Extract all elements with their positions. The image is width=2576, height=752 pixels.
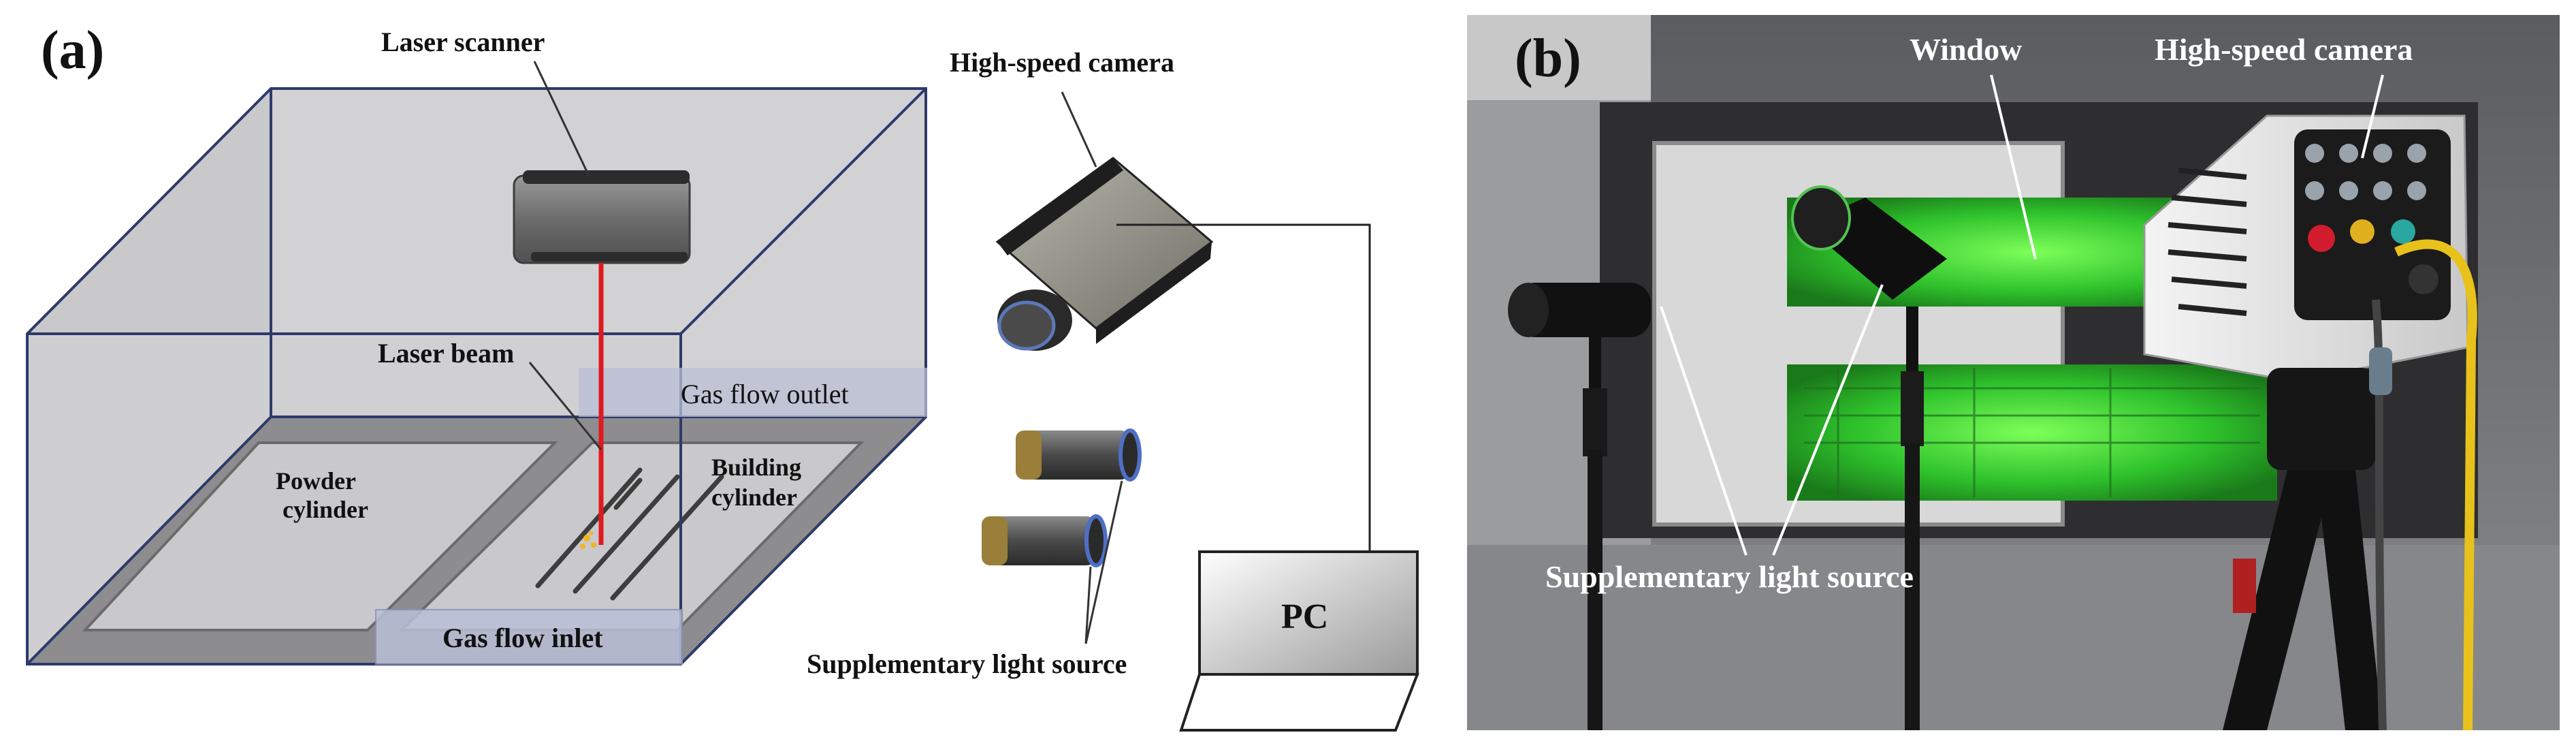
supplementary-light-1	[1016, 428, 1142, 482]
powder-cylinder-plate	[82, 441, 558, 631]
gas-flow-inlet-box	[375, 609, 683, 665]
laser-scanner-leader	[533, 61, 590, 176]
laser-beam-leader	[528, 362, 602, 450]
powder-cylinder-label-2: cylinder	[283, 496, 368, 523]
scan-tracks	[535, 467, 724, 601]
camera-cable	[1116, 223, 1371, 552]
window-leader	[1990, 74, 2037, 260]
pc-label: PC	[1281, 597, 1328, 636]
high-speed-camera-leader-a	[1061, 91, 1097, 168]
melt-pool-spatter	[580, 531, 596, 549]
photo-gray-cable	[2372, 299, 2387, 731]
high-speed-camera-leader-b	[2361, 74, 2384, 159]
supplementary-light-leaders	[1084, 480, 1123, 644]
powder-cylinder-label-1: Powder	[276, 467, 356, 495]
green-window-bottom	[1787, 364, 2277, 501]
pc-model	[1179, 550, 1419, 732]
building-cylinder-label-1: Building	[711, 454, 801, 481]
gas-flow-outlet-label: Gas flow outlet	[681, 379, 849, 409]
photo-light-source-left	[1508, 283, 1651, 730]
panel-b-photo: (b) Window High-speed camera Supplementa…	[1467, 15, 2560, 731]
window-label: Window	[1910, 32, 2022, 67]
photo-high-speed-camera	[2143, 114, 2469, 383]
supplementary-light-label-b: Supplementary light source	[1545, 559, 1914, 594]
supplementary-light-2	[982, 514, 1108, 567]
high-speed-camera-label-a: High-speed camera	[950, 47, 1174, 78]
green-window-grid	[1804, 368, 2260, 497]
photo-corner-block	[1467, 15, 1651, 100]
gas-flow-outlet-box	[579, 368, 927, 417]
panel-a: (a)	[26, 20, 1419, 732]
photo-light-source-center	[1791, 185, 1947, 730]
photo-camera-tripod	[2223, 368, 2383, 730]
supplementary-light-label-a: Supplementary light source	[807, 648, 1127, 679]
supplementary-light-leader-b2	[1772, 284, 1884, 556]
photo-cable-ferrite	[2369, 347, 2392, 395]
high-speed-camera-model	[995, 157, 1214, 351]
building-cylinder-label-2: cylinder	[711, 484, 797, 511]
supplementary-light-leader-b1	[1660, 306, 1748, 556]
panel-a-tag: (a)	[41, 20, 104, 80]
gas-flow-inlet-label: Gas flow inlet	[442, 623, 603, 653]
panel-b-tag: (b)	[1515, 29, 1581, 89]
high-speed-camera-label-b: High-speed camera	[2155, 32, 2413, 67]
laser-beam-label: Laser beam	[378, 338, 514, 369]
build-chamber	[26, 87, 927, 665]
laser-scanner-label: Laser scanner	[381, 27, 545, 57]
photo-yellow-cable	[2394, 239, 2477, 731]
laser-scanner	[513, 170, 691, 264]
